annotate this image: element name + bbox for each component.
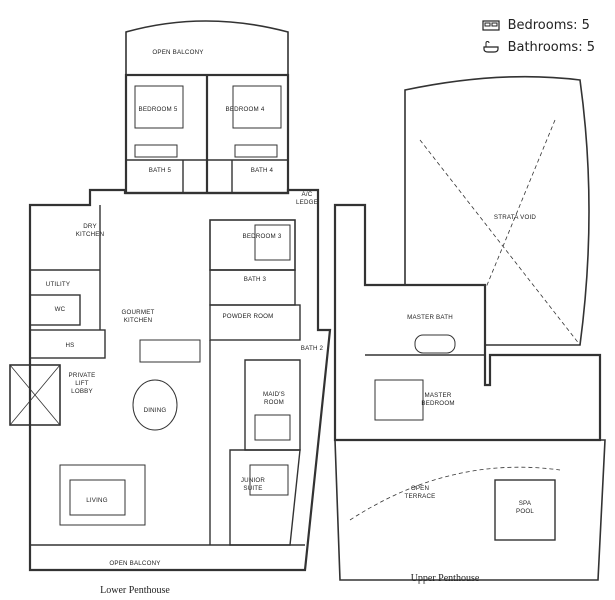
room-bath-3: BATH 3 bbox=[244, 276, 267, 283]
room-gourmet-kitchen-line2: KITCHEN bbox=[124, 317, 153, 324]
room-maids-room-line1: MAID'S bbox=[263, 391, 285, 398]
room-open-balcony-bottom: OPEN BALCONY bbox=[109, 560, 160, 567]
room-utility: UTILITY bbox=[46, 281, 70, 288]
caption-upper-penthouse: Upper Penthouse bbox=[411, 573, 480, 584]
room-open-balcony-top: OPEN BALCONY bbox=[152, 49, 203, 56]
room-bedroom-4: BEDROOM 4 bbox=[226, 106, 265, 113]
room-spa-pool-line1: SPA bbox=[519, 500, 532, 507]
room-living: LIVING bbox=[86, 497, 108, 504]
room-junior-suite-line1: JUNIOR bbox=[241, 477, 266, 484]
room-bedroom-5: BEDROOM 5 bbox=[139, 106, 178, 113]
bathtub-icon bbox=[482, 40, 499, 53]
room-junior-suite-line2: SUITE bbox=[243, 485, 262, 492]
upper-penthouse-plan bbox=[333, 75, 606, 581]
lower-penthouse-plan bbox=[9, 20, 332, 572]
room-strata-void: STRATA VOID bbox=[494, 214, 537, 221]
room-master-bath: MASTER BATH bbox=[407, 314, 453, 321]
caption-lower-penthouse: Lower Penthouse bbox=[100, 585, 170, 596]
room-wc: WC bbox=[55, 306, 66, 313]
room-private-lift-lobby-line3: LOBBY bbox=[71, 388, 93, 395]
room-bath-5: BATH 5 bbox=[149, 167, 172, 174]
legend-bathrooms: Bathrooms: 5 bbox=[482, 36, 595, 58]
bedrooms-count: Bedrooms: 5 bbox=[507, 17, 590, 33]
room-powder-room: POWDER ROOM bbox=[222, 313, 273, 320]
room-ac-ledge-line2: LEDGE bbox=[296, 199, 318, 206]
room-bedroom-3: BEDROOM 3 bbox=[243, 233, 282, 240]
room-open-terrace-line1: OPEN bbox=[411, 485, 429, 492]
room-master-bedroom-line1: MASTER bbox=[425, 392, 452, 399]
legend-bedrooms: Bedrooms: 5 bbox=[481, 14, 595, 36]
room-ac-ledge-line1: A/C bbox=[302, 191, 313, 198]
room-dry-kitchen-line2: KITCHEN bbox=[76, 231, 105, 238]
room-bath-4: BATH 4 bbox=[251, 167, 274, 174]
room-dining: DINING bbox=[144, 407, 167, 414]
room-gourmet-kitchen-line1: GOURMET bbox=[121, 309, 154, 316]
room-bath-2: BATH 2 bbox=[301, 345, 324, 352]
legend: Bedrooms: 5 Bathrooms: 5 bbox=[481, 14, 595, 58]
room-master-bedroom-line2: BEDROOM bbox=[421, 400, 454, 407]
bed-icon bbox=[481, 20, 500, 31]
room-dry-kitchen-line1: DRY bbox=[83, 223, 97, 230]
room-private-lift-lobby-line2: LIFT bbox=[75, 380, 89, 387]
room-maids-room-line2: ROOM bbox=[264, 399, 284, 406]
bathrooms-count: Bathrooms: 5 bbox=[507, 39, 595, 55]
room-hs: HS bbox=[66, 342, 75, 349]
room-private-lift-lobby-line1: PRIVATE bbox=[69, 372, 96, 379]
room-spa-pool-line2: POOL bbox=[516, 508, 534, 515]
room-open-terrace-line2: TERRACE bbox=[405, 493, 436, 500]
